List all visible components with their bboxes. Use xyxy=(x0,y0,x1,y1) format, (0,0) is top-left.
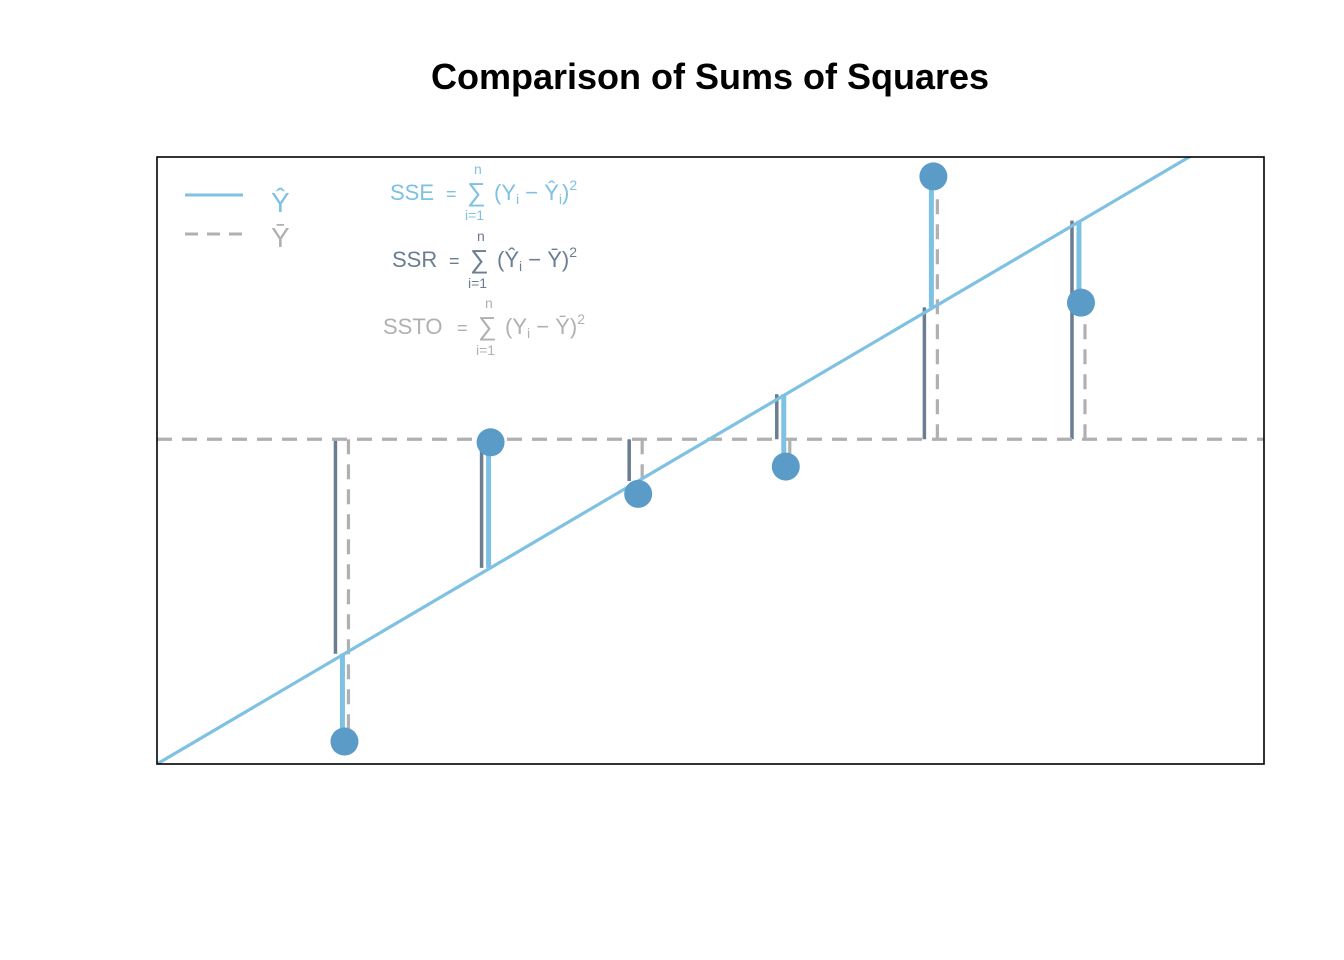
sse-formula: SSE = n ∑ i=1 (Yi − Ŷi)2 xyxy=(390,161,577,223)
fitted-line xyxy=(157,157,1193,764)
data-point-4 xyxy=(919,162,948,191)
sse-body: (Yi − Ŷi)2 xyxy=(494,177,577,207)
data-point-5 xyxy=(1066,288,1095,317)
ssto-segments xyxy=(346,176,1087,742)
chart-title: Comparison of Sums of Squares xyxy=(430,56,990,97)
ssto-sum: ∑ xyxy=(478,311,497,341)
ssr-body: (Ŷi − Ȳ)2 xyxy=(497,244,577,274)
ssr-label: SSR xyxy=(392,247,437,272)
ssr-upper: n xyxy=(477,228,485,244)
legend-mean-label: Ȳ xyxy=(271,222,290,253)
legend: Ŷ Ȳ xyxy=(185,187,290,253)
ssto-lower: i=1 xyxy=(476,342,495,358)
sse-upper: n xyxy=(474,161,482,177)
data-point-2 xyxy=(624,479,653,508)
data-point-1 xyxy=(476,428,505,457)
sse-label: SSE xyxy=(390,180,434,205)
data-point-0 xyxy=(330,727,359,756)
ssto-formula: SSTO = n ∑ i=1 (Yi − Ȳ)2 xyxy=(383,295,585,358)
ssto-body: (Yi − Ȳ)2 xyxy=(505,311,585,341)
ssr-lower: i=1 xyxy=(468,275,487,291)
data-points xyxy=(330,162,1095,756)
sse-lower: i=1 xyxy=(465,207,484,223)
sse-sum: ∑ xyxy=(467,177,486,207)
legend-fit-label: Ŷ xyxy=(271,187,290,218)
ssr-segments xyxy=(333,220,1074,654)
ssr-sum: ∑ xyxy=(470,244,489,274)
ssto-eq: = xyxy=(457,318,468,338)
plot-border xyxy=(156,156,1265,765)
sse-eq: = xyxy=(446,184,457,204)
ssr-eq: = xyxy=(449,251,460,271)
ssto-upper: n xyxy=(485,295,493,311)
data-point-3 xyxy=(771,452,800,481)
ssto-label: SSTO xyxy=(383,314,443,339)
ssr-formula: SSR = n ∑ i=1 (Ŷi − Ȳ)2 xyxy=(392,228,577,291)
